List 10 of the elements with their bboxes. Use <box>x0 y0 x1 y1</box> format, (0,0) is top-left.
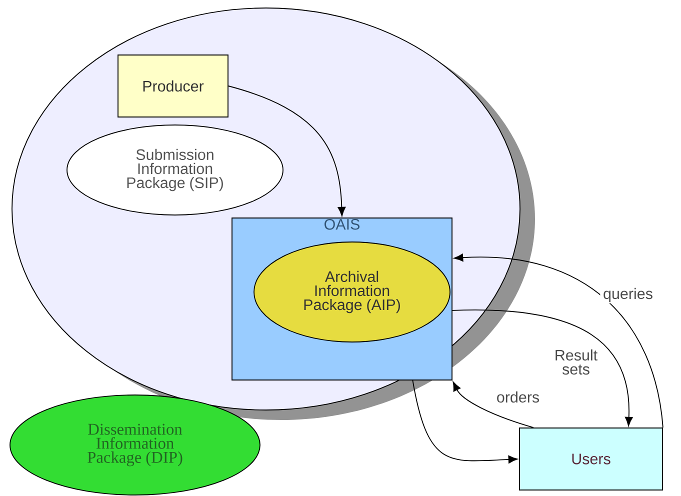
users-box: Users <box>519 428 663 490</box>
arrow <box>412 380 518 464</box>
edge-label: Result sets <box>548 348 604 376</box>
arrow <box>228 86 346 216</box>
edge-label: queries <box>600 286 656 304</box>
producer-box: Producer <box>118 54 228 118</box>
edge-label: orders <box>490 390 546 404</box>
arrow <box>452 382 534 428</box>
arrow <box>454 254 664 428</box>
arrow <box>452 310 633 426</box>
